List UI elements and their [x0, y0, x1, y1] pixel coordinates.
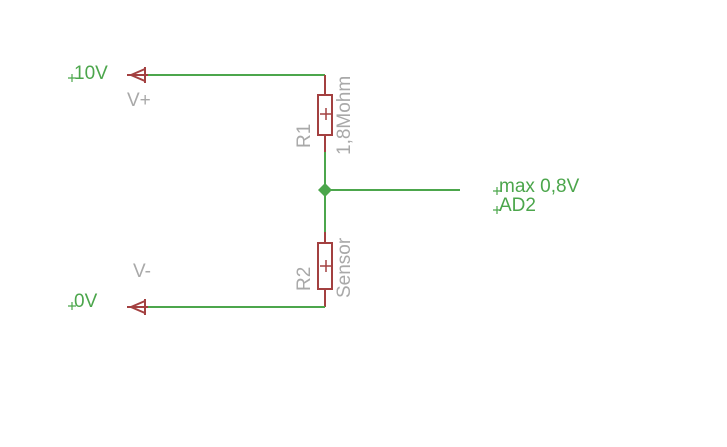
r2-origin-cross-icon	[320, 260, 332, 272]
label-origin-cross-icon	[493, 187, 501, 195]
label-supply-top: 10V	[68, 63, 108, 84]
resistor-r2[interactable]: R2 Sensor	[294, 232, 355, 307]
supply-arrow-bottom-icon[interactable]	[127, 299, 148, 315]
label-origin-cross-icon	[68, 74, 76, 82]
output-net-label: AD2	[499, 195, 536, 216]
r1-origin-cross-icon	[320, 108, 332, 120]
supply-arrow-top-icon[interactable]	[127, 67, 148, 83]
label-origin-cross-icon	[493, 206, 501, 214]
resistor-r1[interactable]: R1 1,8Mohm	[294, 75, 355, 155]
r1-name-label: R1	[294, 124, 315, 148]
supply-bottom-voltage-label: 0V	[74, 291, 98, 312]
output-max-voltage-label: max 0,8V	[499, 176, 580, 197]
label-origin-cross-icon	[68, 302, 76, 310]
r2-value-label: Sensor	[334, 237, 355, 298]
r1-body[interactable]	[317, 94, 333, 136]
net-name-bottom: V-	[133, 261, 151, 282]
r1-value-label: 1,8Mohm	[334, 76, 355, 155]
label-supply-bottom: 0V	[68, 291, 98, 312]
label-output: max 0,8V AD2	[493, 176, 580, 216]
supply-top-voltage-label: 10V	[74, 63, 108, 84]
r2-name-label: R2	[294, 267, 315, 291]
net-name-top: V+	[127, 90, 151, 111]
